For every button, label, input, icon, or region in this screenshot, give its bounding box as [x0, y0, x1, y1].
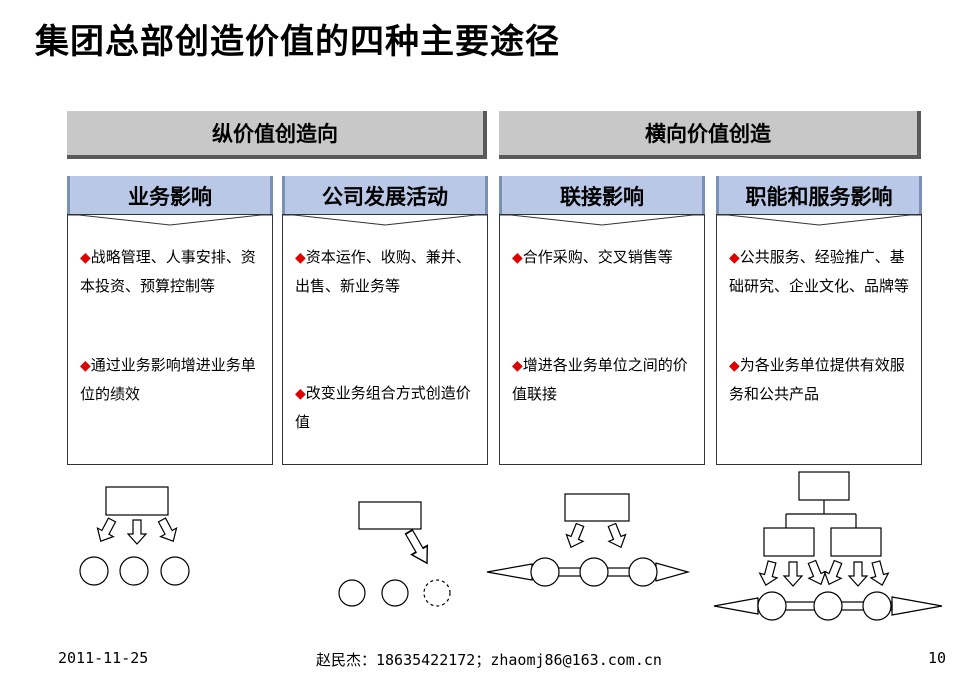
group-vertical-value: 纵价值创造向	[67, 111, 487, 159]
unit-circle	[757, 591, 787, 621]
left-arrow-icon	[713, 597, 759, 615]
paragraph-text: 公共服务、经验推广、基础研究、企业文化、品牌等	[729, 248, 910, 295]
paragraph-text: 增进各业务单位之间的价值联接	[512, 356, 688, 403]
column-header-function-service: 职能和服务影响	[716, 176, 922, 216]
paragraph-text: 合作采购、交叉销售等	[522, 248, 673, 266]
down-arrow-icon	[127, 519, 147, 545]
down-arrow-icon	[756, 559, 782, 589]
down-arrow-icon	[153, 515, 182, 547]
right-arrow-icon	[655, 562, 691, 582]
paragraph-text: 改变业务组合方式创造价值	[295, 384, 471, 431]
paragraph: ◆通过业务影响增进业务单位的绩效	[80, 351, 262, 408]
paragraph: ◆战略管理、人事安排、资本投资、预算控制等	[80, 243, 262, 300]
unit-circle	[813, 591, 843, 621]
bullet-icon: ◆	[80, 358, 91, 374]
diagram-linkage	[486, 493, 691, 587]
service-box	[830, 527, 882, 557]
paragraph-text: 资本运作、收购、兼并、出售、新业务等	[295, 248, 471, 295]
group-label: 纵价值创造向	[212, 122, 338, 146]
hq-box	[798, 471, 850, 501]
bullet-icon: ◆	[729, 250, 740, 266]
hq-box	[564, 493, 630, 522]
column-body-linkage: ◆合作采购、交叉销售等 ◆增进各业务单位之间的价值联接	[499, 214, 705, 465]
column-body-function-service: ◆公共服务、经验推广、基础研究、企业文化、品牌等 ◆为各业务单位提供有效服务和公…	[716, 214, 922, 465]
paragraph: ◆资本运作、收购、兼并、出售、新业务等	[295, 243, 477, 300]
group-horizontal-value: 横向价值创造	[499, 111, 921, 159]
page-title: 集团总部创造价值的四种主要途径	[35, 22, 560, 62]
header-notch	[499, 215, 705, 226]
column-header-business: 业务影响	[67, 176, 273, 216]
footer-page-number: 10	[928, 649, 947, 667]
hq-box	[105, 486, 169, 516]
left-arrow-icon	[486, 563, 533, 581]
paragraph: ◆增进各业务单位之间的价值联接	[512, 351, 694, 408]
unit-circle	[338, 579, 366, 607]
down-arrow-icon	[400, 526, 436, 569]
bullet-icon: ◆	[295, 386, 306, 402]
header-notch	[282, 215, 488, 226]
right-arrow-icon	[891, 596, 943, 616]
bullet-icon: ◆	[295, 250, 306, 266]
group-label: 横向价值创造	[645, 122, 771, 146]
hq-box	[358, 501, 422, 530]
header-notch	[67, 215, 273, 226]
service-box	[763, 527, 815, 557]
unit-circle	[119, 556, 149, 586]
down-arrow-icon	[866, 559, 892, 589]
column-header-corporate-dev: 公司发展活动	[282, 176, 488, 216]
footer-contact: 赵民杰：18635422172；zhaomj86@163.com.cn	[316, 651, 662, 669]
bullet-icon: ◆	[512, 358, 523, 374]
down-arrow-icon	[848, 561, 868, 587]
unit-circle	[628, 557, 658, 587]
paragraph: ◆改变业务组合方式创造价值	[295, 379, 477, 436]
down-arrow-icon	[783, 561, 803, 587]
unit-circle	[381, 579, 409, 607]
footer-date: 2011-11-25	[58, 649, 149, 667]
paragraph-text: 为各业务单位提供有效服务和公共产品	[729, 356, 905, 403]
column-body-business: ◆战略管理、人事安排、资本投资、预算控制等 ◆通过业务影响增进业务单位的绩效	[67, 214, 273, 465]
bullet-icon: ◆	[729, 358, 740, 374]
unit-circle	[579, 557, 609, 587]
paragraph: ◆合作采购、交叉销售等	[512, 243, 694, 272]
bullet-icon: ◆	[80, 250, 91, 266]
column-body-corporate-dev: ◆资本运作、收购、兼并、出售、新业务等 ◆改变业务组合方式创造价值	[282, 214, 488, 465]
diagram-function-service	[713, 471, 943, 621]
unit-circle	[79, 556, 109, 586]
diagram-corporate-development	[338, 501, 451, 607]
column-header-label: 职能和服务影响	[745, 184, 893, 209]
column-header-label: 业务影响	[128, 184, 212, 209]
header-notch	[716, 215, 922, 226]
column-header-label: 公司发展活动	[322, 184, 448, 209]
paragraph: ◆公共服务、经验推广、基础研究、企业文化、品牌等	[729, 243, 911, 300]
paragraph-text: 战略管理、人事安排、资本投资、预算控制等	[80, 248, 256, 295]
column-header-linkage: 联接影响	[499, 176, 705, 216]
diagram-business-influence	[79, 486, 190, 586]
unit-circle	[530, 557, 560, 587]
unit-circle	[160, 556, 190, 586]
down-arrow-icon	[820, 558, 847, 589]
bullet-icon: ◆	[512, 250, 523, 266]
down-arrow-icon	[92, 515, 121, 547]
unit-circle	[862, 591, 892, 621]
new-unit-circle	[423, 579, 451, 607]
paragraph: ◆为各业务单位提供有效服务和公共产品	[729, 351, 911, 408]
paragraph-text: 通过业务影响增进业务单位的绩效	[80, 356, 256, 403]
down-arrow-icon	[562, 521, 589, 552]
down-arrow-icon	[603, 521, 630, 552]
column-header-label: 联接影响	[560, 184, 644, 209]
